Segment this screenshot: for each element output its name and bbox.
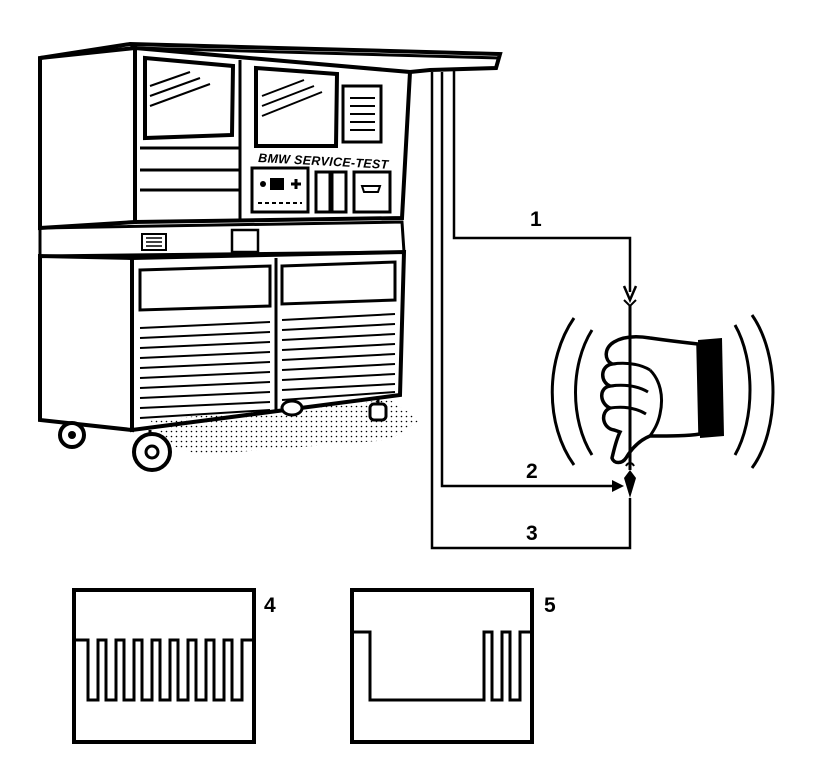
cable-1-arrow bbox=[622, 285, 638, 304]
floor-shadow bbox=[150, 400, 420, 455]
cable-1 bbox=[452, 70, 632, 292]
motion-arc-left-inner bbox=[574, 329, 594, 456]
fist bbox=[600, 335, 702, 465]
upper-front-body bbox=[133, 45, 413, 225]
waveform-4-frame bbox=[72, 588, 256, 744]
waveform-label-4: 4 bbox=[264, 594, 276, 617]
motion-arc-right-inner bbox=[733, 324, 752, 456]
cable-label-1: 1 bbox=[530, 208, 542, 231]
hand-tapping-icon bbox=[550, 314, 775, 469]
left-monitor-screen bbox=[143, 55, 236, 141]
waveform-5-scope: 5 bbox=[350, 588, 556, 744]
waveform-4-scope: 4 bbox=[72, 588, 276, 744]
upper-left-panel bbox=[38, 45, 137, 231]
sleeve-cuff bbox=[698, 338, 724, 438]
waveform-5-signal bbox=[354, 630, 530, 702]
module-slot-3 bbox=[352, 170, 392, 214]
waveform-4-signal bbox=[76, 638, 252, 702]
cable-2-arrow bbox=[612, 480, 624, 492]
module-slot-1 bbox=[314, 170, 332, 214]
module-slot-2 bbox=[330, 170, 348, 214]
printer-slot bbox=[341, 84, 383, 144]
control-panel bbox=[250, 166, 310, 214]
cable-3 bbox=[430, 72, 632, 550]
waveform-5-frame bbox=[350, 588, 534, 744]
cable-label-2: 2 bbox=[526, 460, 538, 483]
caster-wheel-front-right bbox=[368, 396, 388, 422]
waveform-label-5: 5 bbox=[544, 594, 556, 617]
bmw-service-test-cabinet: BMW SERVICE-TEST bbox=[38, 41, 503, 472]
test-cables: 1 2 3 bbox=[430, 70, 638, 550]
caster-wheel-back-middle bbox=[280, 399, 304, 417]
lower-front-body bbox=[130, 249, 407, 433]
shelf-box bbox=[230, 228, 260, 254]
caster-wheel-front-left bbox=[132, 430, 172, 472]
right-monitor-screen bbox=[254, 65, 340, 148]
cable-label-3: 3 bbox=[526, 522, 538, 545]
motion-arc-right-outer bbox=[750, 314, 775, 469]
middle-shelf bbox=[38, 220, 406, 258]
caster-wheel-back-left bbox=[58, 421, 86, 449]
cable-2 bbox=[440, 72, 618, 488]
lower-left-panel bbox=[38, 253, 134, 433]
motion-arc-left-outer bbox=[550, 317, 576, 466]
cabinet-canopy bbox=[39, 41, 503, 74]
